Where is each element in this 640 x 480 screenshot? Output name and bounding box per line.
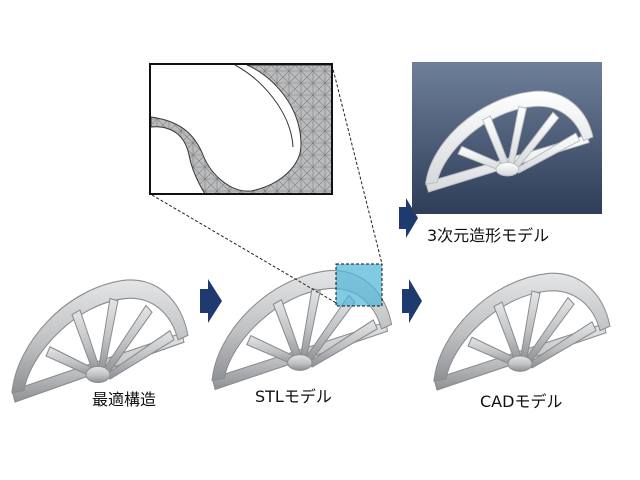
printed-model-photo (412, 62, 602, 214)
right-arrow-icon (399, 198, 418, 238)
cad-model-label: CADモデル (480, 392, 563, 411)
stl-model-label: STLモデル (255, 387, 332, 406)
optimal-structure-model (11, 279, 189, 403)
zoom-connector-right (331, 64, 383, 265)
printed-model-label: 3次元造形モデル (427, 226, 550, 245)
cad-model (433, 272, 611, 391)
mesh-detail-illustration (151, 65, 331, 193)
mesh-zoom-inset (149, 63, 333, 195)
right-arrow-icon (402, 279, 422, 323)
stl-highlight-region (335, 263, 383, 307)
zoom-connector-left (151, 194, 339, 305)
printed-model-image (412, 62, 602, 214)
optimal-structure-label: 最適構造 (92, 390, 157, 409)
right-arrow-icon (200, 279, 222, 323)
